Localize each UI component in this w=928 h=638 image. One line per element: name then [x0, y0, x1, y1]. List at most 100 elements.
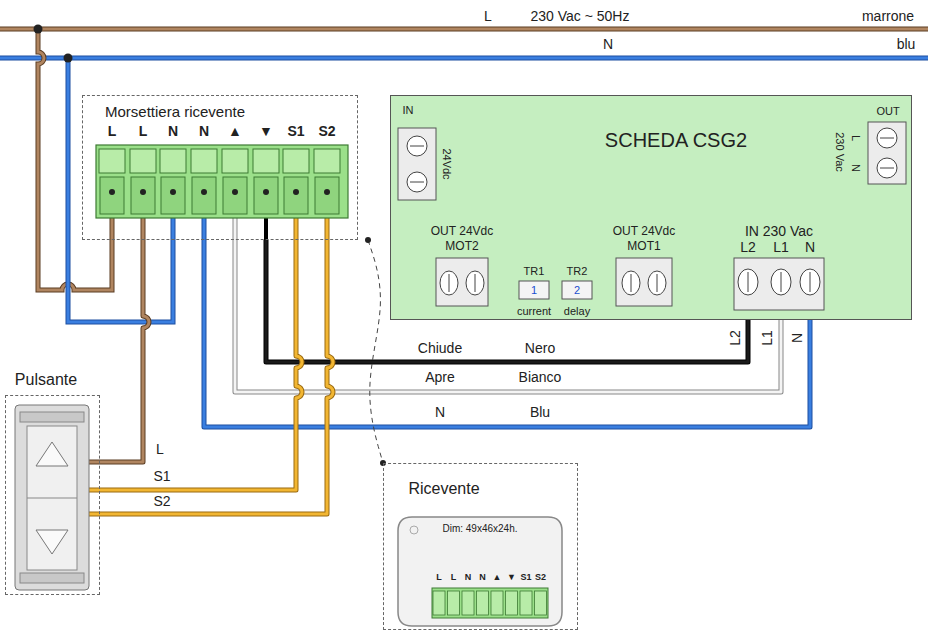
terminal-block-part	[170, 189, 176, 195]
wire-outline	[100, 240, 302, 490]
terminal-block-part	[232, 189, 238, 195]
wire-core	[100, 240, 333, 514]
control-board-part	[562, 281, 592, 299]
text-label: L2	[728, 330, 743, 346]
text-label: delay	[564, 305, 590, 317]
receiver-module-part	[398, 517, 562, 626]
terminal-block-part	[109, 189, 115, 195]
terminal-block-part	[253, 149, 279, 173]
control-board-part	[734, 258, 824, 310]
control-board-part	[390, 95, 912, 320]
control-board-part	[616, 258, 672, 306]
wire-connector	[100, 240, 302, 490]
control-board-part	[877, 158, 897, 178]
wire-label: N	[435, 405, 445, 420]
text-label: MOT1	[627, 240, 660, 253]
control-board-part	[648, 271, 666, 295]
push-button-part	[27, 426, 77, 570]
text-label: N	[465, 573, 472, 583]
mains-bus-part	[0, 27, 928, 32]
receiver-module-part	[477, 591, 489, 615]
node-heading: Ricevente	[408, 480, 479, 498]
text-label: N	[168, 124, 178, 139]
text-label: L	[451, 573, 457, 583]
text-label: L1	[773, 240, 789, 255]
wire-label: Apre	[425, 370, 455, 385]
receiver-module-part	[462, 591, 474, 615]
node-heading: Pulsante	[15, 371, 77, 389]
text-label: N	[479, 573, 486, 583]
text-label: 230 Vac	[834, 132, 846, 172]
control-board-part	[657, 274, 658, 292]
control-board-part	[877, 128, 897, 148]
control-board-part	[748, 272, 749, 292]
receiver-module	[398, 517, 562, 626]
text-label: blu	[897, 37, 916, 52]
control-board-part	[800, 269, 820, 295]
receiver-module-part	[520, 591, 532, 615]
terminal-block-part	[324, 189, 330, 195]
control-board-part	[407, 136, 427, 156]
control-board-part	[781, 272, 782, 292]
text-label: L1	[760, 330, 775, 346]
control-board-part	[407, 172, 427, 192]
receiver-module-part	[491, 591, 503, 615]
text-label: ▼	[507, 573, 516, 583]
push-button-part	[20, 412, 84, 422]
wire-outline	[100, 240, 333, 514]
feed-wire	[34, 25, 174, 323]
text-label: TR2	[567, 265, 588, 277]
mains-bus-part	[0, 28, 928, 31]
terminal-block-part	[283, 149, 309, 173]
text-label: 1	[531, 284, 537, 296]
control-board-part	[738, 269, 758, 295]
wire-label: L	[156, 442, 164, 457]
control-board-part	[519, 281, 549, 299]
control-board-part	[771, 269, 791, 295]
wire-core	[235, 240, 781, 392]
mains-bus-part	[0, 57, 928, 60]
terminal-block-part	[161, 177, 185, 214]
terminal-block-part	[293, 189, 299, 195]
wire-label: S2	[153, 494, 170, 509]
terminal-block-part	[130, 149, 156, 173]
node-heading: SCHEDA CSG2	[605, 129, 747, 151]
control-board-part	[466, 271, 484, 295]
text-label: 230 Vac ~ 50Hz	[531, 9, 630, 24]
terminal-block-part	[223, 177, 247, 214]
text-label: IN 230 Vac	[745, 224, 813, 239]
text-label: marrone	[862, 9, 914, 24]
terminal-block-part	[222, 149, 248, 173]
terminal-strip-box: Morsettiera ricevente	[82, 95, 358, 240]
text-label: OUT 24Vdc	[431, 225, 493, 238]
terminal-block-part	[191, 149, 217, 173]
control-board-part	[631, 274, 632, 292]
control-board-part	[410, 146, 424, 147]
text-label: S2	[535, 573, 546, 583]
terminal-block-part	[96, 145, 348, 218]
feed-wire-part	[34, 25, 43, 34]
text-label: L	[436, 573, 442, 583]
push-button-part	[27, 498, 77, 499]
wire-outline	[100, 240, 149, 462]
text-label: S2	[318, 124, 335, 139]
text-label: IN	[403, 104, 414, 116]
terminal-block-part	[315, 177, 339, 214]
text-label: N	[790, 333, 805, 343]
receiver-box: Ricevente	[383, 463, 578, 630]
terminal-block-part	[263, 189, 269, 195]
terminal-block-part	[284, 177, 308, 214]
wire-connector	[100, 240, 149, 462]
terminal-block-part	[192, 177, 216, 214]
push-button-part	[36, 530, 68, 554]
terminal-block	[96, 145, 348, 218]
text-label: ▲	[228, 124, 242, 139]
wire-outline	[235, 240, 781, 392]
board-box: SCHEDA CSG2	[390, 95, 912, 320]
text-label: L	[850, 135, 862, 141]
text-label: OUT 24Vdc	[613, 225, 675, 238]
control-board-part	[622, 271, 640, 295]
text-label: S1	[520, 573, 531, 583]
receiver-module-part	[432, 588, 548, 618]
